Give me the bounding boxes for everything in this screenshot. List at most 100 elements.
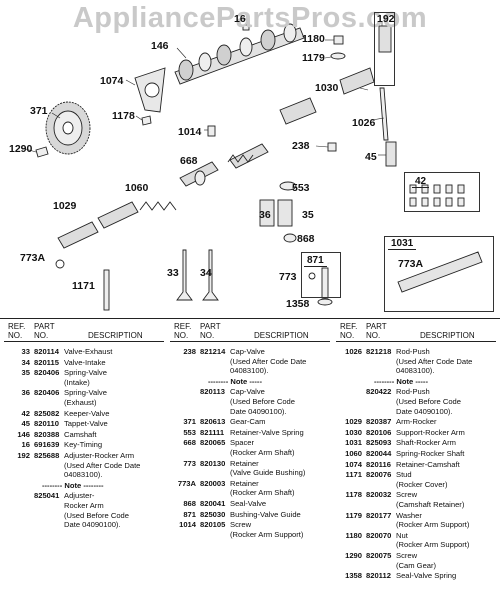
retainer-screw-drawing bbox=[141, 115, 152, 126]
table-part-no: 820105 bbox=[200, 520, 226, 530]
table-part-no: 821111 bbox=[200, 427, 225, 437]
table-part-no: 820110 bbox=[34, 419, 59, 429]
table-ref-no: 36 bbox=[21, 388, 30, 398]
callout-371: 371 bbox=[30, 105, 48, 117]
table-part-no: 820044 bbox=[366, 449, 392, 458]
table-ref-no: 1014 bbox=[179, 520, 196, 530]
table-ref-no: 1179 bbox=[345, 510, 362, 520]
callout-1026: 1026 bbox=[352, 117, 376, 129]
table-description: Support-Rocker Arm bbox=[396, 427, 465, 437]
table-description: Spacer bbox=[230, 438, 255, 448]
table-ref-no: 668 bbox=[183, 438, 196, 448]
table-description: Nut bbox=[396, 530, 408, 540]
table-ref-no: 42 bbox=[21, 408, 30, 418]
table-description: Screw bbox=[396, 551, 418, 560]
callout-1030: 1030 bbox=[315, 82, 339, 94]
table-description: Spring-Valve bbox=[64, 388, 107, 398]
table-description: Gear-Cam bbox=[230, 417, 266, 427]
table-description: Seal-Valve Spring bbox=[396, 571, 457, 581]
table-part-no: 821214 bbox=[200, 347, 226, 356]
header-ref: REF.NO. bbox=[8, 322, 26, 340]
table-part-no: 821218 bbox=[366, 347, 392, 356]
table-ref-no: 1060 bbox=[345, 449, 362, 458]
table-description: (Used After Code Date bbox=[230, 356, 307, 366]
callout-1031: 1031 bbox=[388, 238, 417, 250]
guide-bushing-box bbox=[301, 252, 341, 298]
table-part-no: 825082 bbox=[34, 408, 60, 418]
header-ref: REF.NO. bbox=[340, 322, 358, 340]
table-description: 04083100). bbox=[230, 366, 269, 376]
table-ref-no: 1358 bbox=[345, 571, 362, 581]
table-description: (Used After Code Date bbox=[396, 356, 473, 366]
table-part-no: 820032 bbox=[366, 490, 392, 500]
table-ref-no: 1180 bbox=[345, 530, 362, 540]
table-description: Adjuster-Rocker Arm bbox=[64, 451, 135, 460]
callout-868: 868 bbox=[297, 233, 315, 245]
table-description: Retainer bbox=[230, 478, 259, 488]
table-description: (Intake) bbox=[64, 377, 90, 387]
table-ref-no: 34 bbox=[21, 357, 30, 367]
table-description: (Used Before Code bbox=[230, 397, 296, 406]
header-description: DESCRIPTION bbox=[254, 331, 309, 340]
table-part-no: 820075 bbox=[366, 551, 392, 560]
table-part-no: 820070 bbox=[366, 530, 392, 540]
callout-871: 871 bbox=[304, 255, 327, 267]
adjuster-box bbox=[374, 12, 395, 86]
table-ref-no: 1178 bbox=[345, 490, 362, 500]
table-part-no: 820406 bbox=[34, 368, 60, 378]
callout-1358: 1358 bbox=[286, 298, 310, 310]
callout-36: 36 bbox=[259, 209, 271, 221]
table-part-no: 825030 bbox=[200, 509, 226, 519]
table-ref-no: 1029 bbox=[345, 417, 362, 427]
table-description: Tappet-Valve bbox=[64, 419, 108, 429]
table-description: Arm-Rocker bbox=[396, 417, 437, 427]
rocker-support-1 bbox=[279, 97, 317, 125]
table-ref-no: 1074 bbox=[345, 459, 362, 469]
table-part-no: 825093 bbox=[366, 438, 392, 448]
table-description: Screw bbox=[230, 520, 252, 530]
table-description: (Rocker Arm Shaft) bbox=[230, 488, 295, 498]
table-description: Retainer-Camshaft bbox=[396, 459, 460, 469]
table-description: Screw bbox=[396, 490, 418, 500]
callout-553: 553 bbox=[292, 182, 310, 194]
table-note: -------- Note ----- bbox=[374, 376, 428, 386]
callout-192: 192 bbox=[377, 13, 395, 25]
table-part-no: 820106 bbox=[366, 427, 392, 437]
callout-45: 45 bbox=[365, 151, 377, 163]
table-ref-no: 773 bbox=[183, 458, 196, 468]
valve-seal-drawing bbox=[283, 233, 297, 243]
header-ref: REF.NO. bbox=[174, 322, 192, 340]
table-description: Retainer-Valve Spring bbox=[230, 427, 304, 437]
callout-1178: 1178 bbox=[112, 110, 135, 122]
table-description: (Cam Gear) bbox=[396, 560, 437, 570]
table-description: (Used After Code Date bbox=[64, 460, 141, 470]
table-description: (Rocker Arm Support) bbox=[230, 529, 304, 539]
callout-773: 773 bbox=[279, 271, 297, 283]
table-description: (Camshaft Retainer) bbox=[396, 500, 465, 509]
washer-drawing bbox=[330, 52, 346, 60]
table-part-no: 820406 bbox=[34, 388, 60, 398]
callout-146: 146 bbox=[151, 40, 169, 52]
table-part-no: 820613 bbox=[200, 417, 226, 427]
table-ref-no: 45 bbox=[21, 419, 30, 429]
table-description: Valve-Exhaust bbox=[64, 347, 113, 356]
valve-spring-drawings bbox=[259, 199, 293, 227]
table-ref-no: 238 bbox=[183, 347, 196, 356]
spring-seal-drawing bbox=[317, 298, 333, 306]
header-description: DESCRIPTION bbox=[420, 331, 475, 340]
table-description: Key-Timing bbox=[64, 440, 103, 450]
table-description: Spring-Rocker Shaft bbox=[396, 449, 465, 458]
keeper-parts-drawing bbox=[409, 184, 465, 207]
table-part-no: 820388 bbox=[34, 429, 60, 439]
callout-42: 42 bbox=[412, 176, 430, 188]
table-description: Date 04090100). bbox=[230, 406, 287, 416]
keeper-box bbox=[404, 172, 480, 212]
table-ref-no: 1031 bbox=[345, 438, 362, 448]
callout-1014: 1014 bbox=[178, 126, 202, 138]
rocker-arm-3 bbox=[97, 201, 139, 229]
table-description: (Valve Guide Bushing) bbox=[230, 468, 306, 478]
table-description: Camshaft bbox=[64, 429, 97, 439]
table-ref-no: 146 bbox=[17, 429, 30, 439]
callout-33: 33 bbox=[167, 267, 179, 279]
